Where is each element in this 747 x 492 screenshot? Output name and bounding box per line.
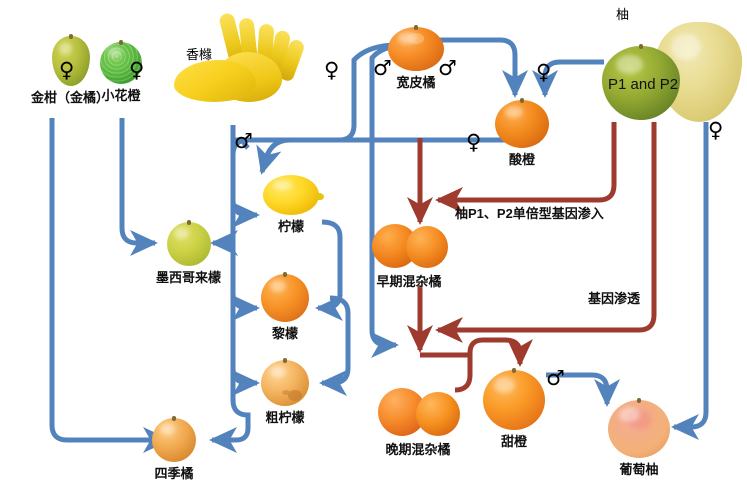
lemon-fruit-image [263, 175, 324, 215]
red-introgression-edges [407, 122, 657, 393]
grapefruit-fruit-image [608, 398, 670, 458]
node-label-rangpur-lime: 黎檬 [271, 326, 298, 341]
female-symbol-papeda: ♀ [129, 58, 145, 82]
node-label-grapefruit: 葡萄柚 [619, 462, 659, 477]
male-symbol-mandarin-right: ♂ [438, 56, 457, 80]
early-admixed-fruit-image [372, 224, 448, 270]
node-citron[interactable]: 香橼 [172, 11, 306, 110]
node-late-admixed-mandarin[interactable]: 晚期混杂橘 [378, 388, 460, 458]
node-label-mandarin: 宽皮橘 [396, 75, 436, 90]
node-mandarin[interactable]: 宽皮橘 [388, 25, 444, 91]
female-symbol-sour-orange: ♀ [466, 130, 482, 154]
annotation-introgression-p1p2: 柚P1、P2单倍型基因渗入 [455, 206, 604, 221]
sour-orange-fruit-image [495, 98, 549, 148]
node-label-mexican-lime: 墨西哥来檬 [156, 270, 222, 285]
mandarin-fruit-image [388, 25, 444, 71]
node-label-late-admixed-mandarin: 晚期混杂橘 [385, 442, 451, 457]
node-grapefruit[interactable]: 葡萄柚 [608, 398, 670, 478]
female-symbol-mandarin-left: ♀ [324, 58, 340, 82]
node-label-papeda: 小花橙 [101, 88, 141, 103]
kumquat-fruit-image [52, 34, 90, 86]
node-rough-lemon[interactable]: 粗柠檬 [261, 358, 309, 426]
female-symbol-pomelo-right: ♀ [708, 118, 724, 142]
male-symbol-citron: ♂ [234, 129, 253, 153]
node-label-rough-lemon: 粗柠檬 [265, 410, 305, 425]
annotation-introgression: 基因渗透 [588, 291, 641, 306]
female-symbol-pomelo-left: ♀ [536, 60, 552, 84]
node-lemon[interactable]: 柠檬 [263, 175, 324, 235]
papeda-fruit-image [100, 40, 142, 84]
rough-lemon-fruit-image [261, 358, 309, 406]
node-pomelo[interactable]: 柚 P1 and P2 [596, 7, 746, 122]
node-label-citron: 香橼 [186, 47, 213, 62]
node-label-calamondin: 四季橘 [154, 466, 194, 481]
node-label-sweet-orange: 甜橙 [500, 434, 527, 449]
late-admixed-fruit-image [378, 388, 460, 438]
node-sour-orange[interactable]: 酸橙 [495, 98, 549, 168]
node-mexican-lime[interactable]: 墨西哥来檬 [156, 220, 222, 286]
mexican-lime-fruit-image [166, 220, 211, 266]
citron-fruit-image [172, 11, 306, 110]
male-symbol-mandarin-left: ♂ [373, 56, 392, 80]
pomelo-haplotype-label: P1 and P2 [608, 76, 679, 93]
node-label-sour-orange: 酸橙 [508, 152, 535, 167]
blue-lineage-edges [49, 37, 709, 453]
node-papeda[interactable]: 小花橙 [100, 40, 142, 104]
calamondin-fruit-image [152, 416, 196, 462]
male-symbol-sweet-orange: ♂ [546, 366, 565, 390]
node-early-admixed-mandarin[interactable]: 早期混杂橘 [372, 224, 448, 290]
node-sweet-orange[interactable]: 甜橙 [483, 368, 545, 450]
node-label-lemon: 柠檬 [277, 219, 304, 234]
female-symbol-kumquat: ♀ [59, 58, 75, 82]
node-calamondin[interactable]: 四季橘 [152, 416, 196, 482]
node-rangpur-lime[interactable]: 黎檬 [261, 272, 309, 342]
sweet-orange-fruit-image [483, 368, 545, 430]
node-kumquat[interactable]: 金柑（金橘） [31, 34, 110, 106]
pomelo-fruit-image [596, 18, 746, 122]
rangpur-lime-fruit-image [261, 272, 309, 322]
node-label-early-admixed-mandarin: 早期混杂橘 [376, 274, 442, 289]
node-label-kumquat: 金柑（金橘） [31, 90, 110, 105]
node-label-pomelo: 柚 [616, 7, 630, 22]
